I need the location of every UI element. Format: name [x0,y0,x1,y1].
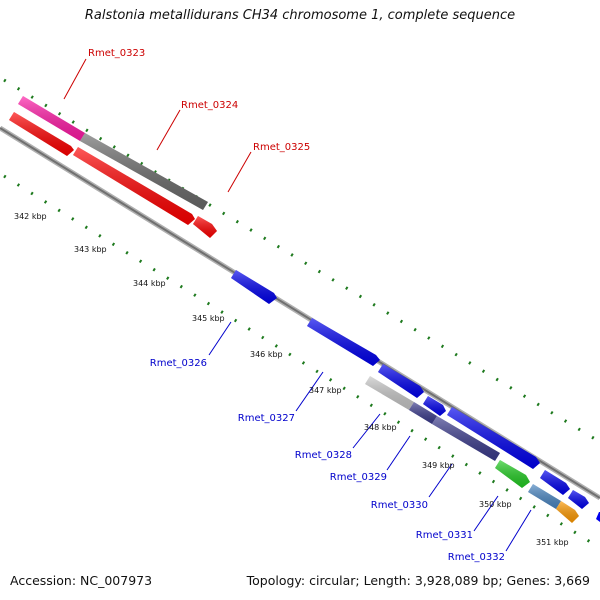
gene-rmet-0323[interactable] [18,96,85,141]
scale-label: 345 kbp [192,314,225,323]
topology-text: Topology: circular; Length: 3,928,089 bp… [246,573,590,588]
scale-label: 348 kbp [364,423,397,432]
gene-rmet-0326[interactable] [231,270,277,304]
gene-label-rmet-0332[interactable]: Rmet_0332 [448,552,505,563]
tick-row-lower [3,174,600,550]
bottom-leaders [208,321,532,552]
gene-rmet-0324[interactable] [80,133,208,210]
gene-rmet-0330-b[interactable] [447,407,540,469]
gene-label-rmet-0326[interactable]: Rmet_0326 [150,358,207,369]
scale-label: 349 kbp [422,461,455,470]
gene-rmet-0332-b[interactable] [556,501,579,523]
scale-label: 351 kbp [536,538,569,547]
gene-rmet-0328-b[interactable] [378,364,424,398]
scale-label: 346 kbp [250,350,283,359]
gene-label-rmet-0328[interactable]: Rmet_0328 [295,450,352,461]
gene-edge[interactable] [596,512,600,522]
scale-labels: 342 kbp 343 kbp 344 kbp 345 kbp 346 kbp … [14,212,569,547]
gene-rmet-0331[interactable] [495,460,530,488]
scale-label: 350 kbp [479,500,512,509]
gene-rmet-0331-b[interactable] [540,470,570,495]
gene-label-rmet-0331[interactable]: Rmet_0331 [416,530,473,541]
tick-row-upper [3,78,600,444]
gene-label-rmet-0323[interactable]: Rmet_0323 [88,48,145,59]
gene-rmet-0332[interactable] [528,484,561,509]
map-title: Ralstonia metallidurans CH34 chromosome … [84,8,516,23]
gene-label-rmet-0324[interactable]: Rmet_0324 [181,100,238,111]
top-gene-labels: Rmet_0323 Rmet_0324 Rmet_0325 [88,48,310,153]
top-leaders [63,58,252,193]
scale-label: 342 kbp [14,212,47,221]
accession-text: Accession: NC_007973 [10,573,153,588]
scale-label: 347 kbp [309,386,342,395]
gene-rmet-0325-part-2[interactable] [73,147,195,225]
gene-rmet-0325-part-1[interactable] [9,112,74,156]
gene-label-rmet-0327[interactable]: Rmet_0327 [238,413,295,424]
gene-rmet-0327[interactable] [307,318,380,366]
scale-label: 344 kbp [133,279,166,288]
gene-rmet-0328[interactable] [365,376,414,410]
gene-rmet-0329-b[interactable] [423,396,446,416]
gene-rmet-0330[interactable] [432,416,500,461]
gene-rmet-0329[interactable] [409,402,437,424]
gene-label-rmet-0325[interactable]: Rmet_0325 [253,142,310,153]
scale-label: 343 kbp [74,245,107,254]
bottom-gene-labels: Rmet_0326 Rmet_0327 Rmet_0328 Rmet_0329 … [150,358,505,563]
gene-rmet-0325-part-3[interactable] [193,216,217,238]
gene-rmet-0332-c[interactable] [568,490,589,509]
gene-label-rmet-0329[interactable]: Rmet_0329 [330,472,387,483]
gene-label-rmet-0330[interactable]: Rmet_0330 [371,500,428,511]
